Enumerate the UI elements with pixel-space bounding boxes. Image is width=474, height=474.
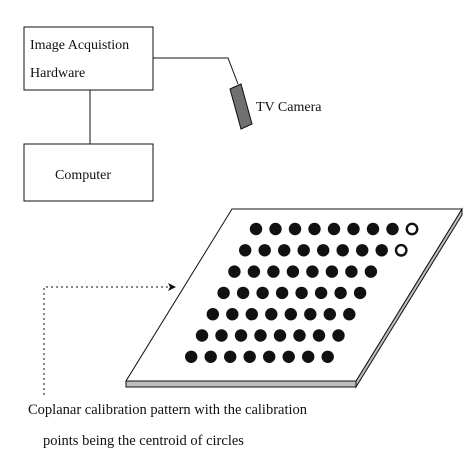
calibration-dot xyxy=(258,244,271,257)
caption-line1: Coplanar calibration pattern with the ca… xyxy=(28,402,308,418)
calibration-plate-edge xyxy=(125,380,357,388)
calibration-dot xyxy=(325,265,339,278)
calibration-dot xyxy=(314,286,328,300)
calibration-dot xyxy=(267,265,280,278)
pointer-arrowhead xyxy=(168,283,176,291)
hardware-box xyxy=(23,26,154,91)
calibration-dot xyxy=(386,222,399,236)
calibration-dot xyxy=(306,265,319,278)
calibration-dot xyxy=(366,222,380,236)
calibration-dot xyxy=(308,222,321,236)
calibration-dot xyxy=(217,286,230,300)
computer-label: Computer xyxy=(55,168,111,183)
calibration-dot xyxy=(297,244,310,257)
calibration-dot xyxy=(275,286,289,300)
calibration-dot xyxy=(286,265,300,278)
calibration-dot xyxy=(254,329,267,342)
calibration-dot xyxy=(364,265,378,278)
calibration-dot xyxy=(224,350,237,363)
calibration-dot xyxy=(347,222,360,236)
calibration-dot xyxy=(375,244,388,257)
calibration-dot xyxy=(256,286,269,300)
calibration-dot xyxy=(304,308,317,321)
computer-box xyxy=(23,143,154,202)
hollow-calibration-dot xyxy=(405,222,419,236)
calibration-dot xyxy=(295,286,308,300)
calibration-dot xyxy=(226,308,239,321)
camera-cable xyxy=(153,57,239,85)
calibration-dot xyxy=(228,265,241,278)
hollow-calibration-dot xyxy=(394,243,408,257)
calibration-dot xyxy=(185,350,198,363)
calibration-dot xyxy=(321,350,334,363)
calibration-dots xyxy=(185,222,419,363)
calibration-dot xyxy=(282,350,295,363)
calibration-dot xyxy=(312,329,326,342)
hardware-label-line2: Hardware xyxy=(30,66,86,81)
tv-camera-icon xyxy=(229,83,253,130)
calibration-dot xyxy=(204,350,217,363)
calibration-dot xyxy=(245,308,258,321)
calibration-dot xyxy=(243,350,256,363)
calibration-dot xyxy=(273,329,287,342)
calibration-dot xyxy=(336,244,349,257)
calibration-dot xyxy=(215,329,228,342)
camera-label: TV Camera xyxy=(256,100,322,115)
hardware-label-line1: Image Acquistion xyxy=(30,38,130,53)
calibration-dot xyxy=(288,222,302,236)
calibration-dot xyxy=(284,308,297,321)
calibration-dot xyxy=(269,222,282,236)
calibration-dot xyxy=(343,308,356,321)
calibration-dot xyxy=(332,329,345,342)
calibration-dot xyxy=(345,265,358,278)
calibration-dot xyxy=(334,286,347,300)
calibration-dot xyxy=(234,329,248,342)
calibration-dot xyxy=(206,308,219,321)
calibration-dot xyxy=(302,350,315,363)
calibration-dot xyxy=(293,329,306,342)
calibration-dot xyxy=(236,286,250,300)
calibration-dot xyxy=(249,222,263,236)
calibration-dot xyxy=(353,286,367,300)
calibration-dot xyxy=(247,265,261,278)
calibration-dot xyxy=(278,244,291,257)
calibration-dot xyxy=(195,329,209,342)
caption-line2: points being the centroid of circles xyxy=(43,433,244,449)
calibration-dot xyxy=(317,244,330,257)
pointer-arrow xyxy=(43,286,174,395)
calibration-dot xyxy=(263,350,276,363)
calibration-dot xyxy=(239,244,252,257)
calibration-dot xyxy=(265,308,278,321)
calibration-dot xyxy=(327,222,341,236)
calibration-dot xyxy=(356,244,369,257)
calibration-dot xyxy=(323,308,336,321)
